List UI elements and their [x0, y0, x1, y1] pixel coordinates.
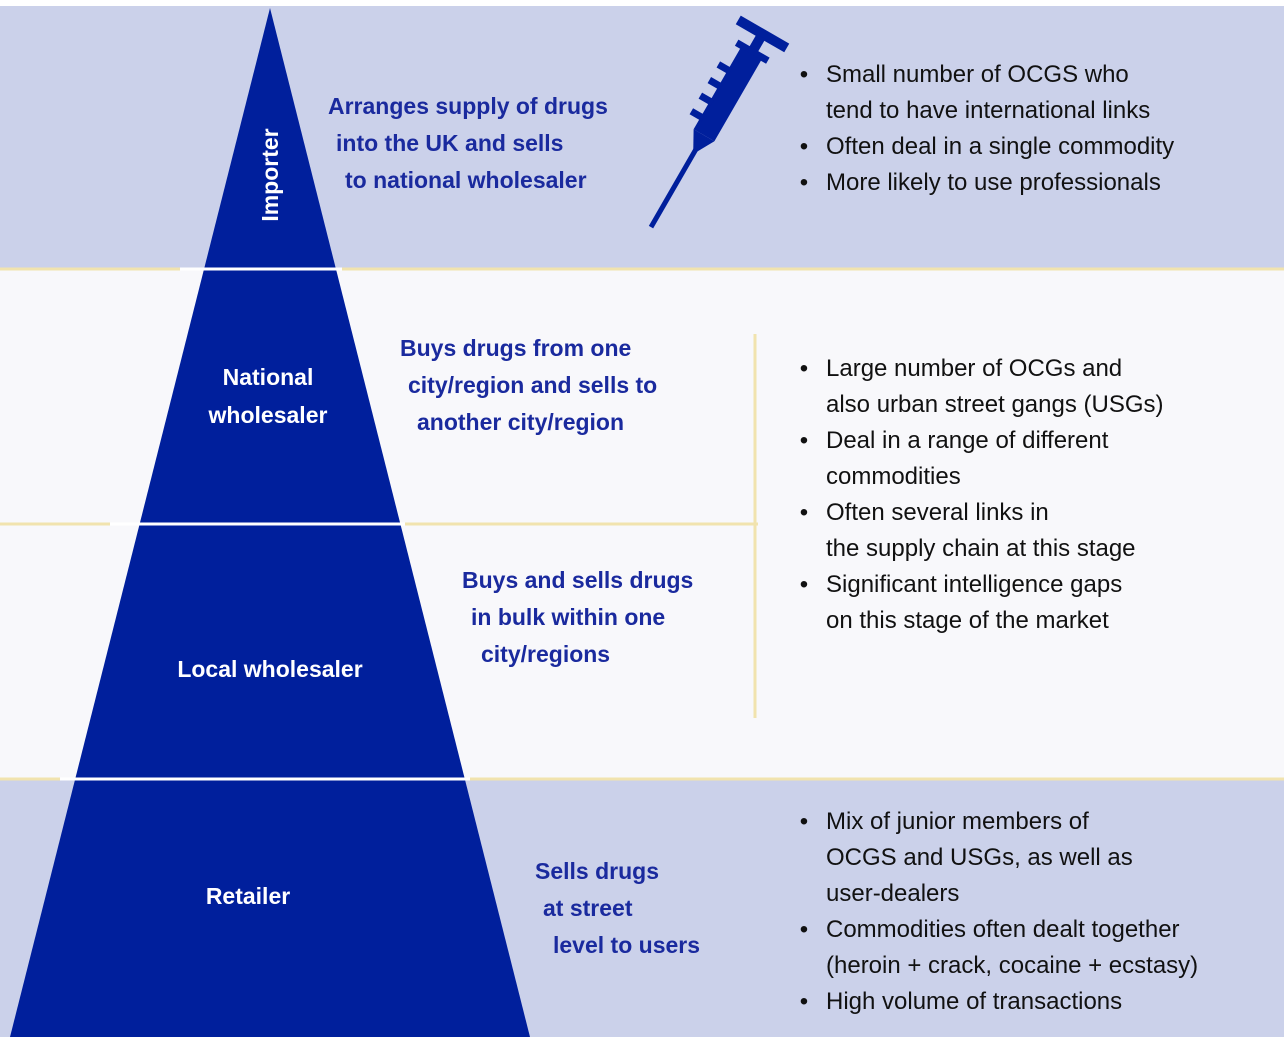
tier-description-local-wholesaler: Buys and sells drugs in bulk within one …: [462, 562, 693, 673]
description-line: Buys and sells drugs: [462, 567, 694, 593]
tier-label-line: Importer: [257, 128, 283, 222]
description-line: level to users: [553, 932, 701, 958]
bullet-line: Commodities often dealt together: [826, 916, 1180, 943]
tier-label-national-wholesaler: National wholesaler: [168, 358, 368, 434]
bullet-item: • Deal in a range of different commoditi…: [794, 423, 1164, 495]
bullet-dot: •: [799, 427, 809, 454]
bullet-dot: •: [799, 169, 809, 196]
bullet-item: • Large number of OCGs and also urban st…: [794, 351, 1164, 423]
bullet-dot: •: [799, 916, 809, 943]
bullet-dot: •: [799, 61, 809, 88]
bullet-dot: •: [799, 808, 809, 835]
description-line: city/region and sells to: [408, 372, 658, 398]
bullet-dot: •: [799, 988, 809, 1015]
tier-label-line: wholesaler: [208, 402, 328, 428]
bullet-line: Deal in a range of different: [826, 427, 1109, 454]
tier-label-line: National: [222, 364, 314, 390]
bullet-item: • Often deal in a single commodity: [794, 129, 1174, 165]
bullet-line: High volume of transactions: [826, 988, 1123, 1015]
tier-description-national-wholesaler: Buys drugs from one city/region and sell…: [400, 330, 657, 441]
tier-label-line: Local wholesaler: [177, 656, 363, 682]
description-line: in bulk within one: [471, 604, 666, 630]
tier-label-local-wholesaler: Local wholesaler: [140, 650, 400, 688]
syringe-icon: [648, 15, 790, 229]
description-line: to national wholesaler: [345, 167, 587, 193]
bullet-line: user-dealers: [826, 880, 960, 907]
bullet-dot: •: [799, 571, 809, 598]
bullet-item: • Mix of junior members of OCGS and USGs…: [794, 804, 1198, 912]
description-line: city/regions: [481, 641, 611, 667]
bullet-item: • Often several links in the supply chai…: [794, 495, 1164, 567]
bullet-item: • Commodities often dealt together (hero…: [794, 912, 1198, 984]
description-line: Arranges supply of drugs: [328, 93, 608, 119]
bullet-list-retailer: • Mix of junior members of OCGS and USGs…: [794, 804, 1198, 1020]
bullet-line: the supply chain at this stage: [826, 535, 1136, 562]
bullet-line: OCGS and USGs, as well as: [826, 844, 1133, 871]
tier-description-retailer: Sells drugs at street level to users: [535, 853, 700, 964]
tier-label-line: Retailer: [205, 883, 291, 909]
bullet-item: • Small number of OCGS who tend to have …: [794, 57, 1174, 129]
bullet-dot: •: [799, 355, 809, 382]
bullet-line: on this stage of the market: [826, 607, 1109, 634]
tier-description-importer: Arranges supply of drugs into the UK and…: [328, 88, 608, 199]
bullet-line: Mix of junior members of: [826, 808, 1089, 835]
bullet-dot: •: [799, 499, 809, 526]
bullet-list-importer: • Small number of OCGS who tend to have …: [794, 57, 1174, 201]
description-line: another city/region: [417, 409, 625, 435]
bullet-line: More likely to use professionals: [826, 169, 1161, 196]
bullet-list-wholesale: • Large number of OCGs and also urban st…: [794, 351, 1164, 639]
description-line: Sells drugs: [535, 858, 659, 884]
tier-label-importer: Importer: [251, 110, 289, 240]
bullet-line: Often several links in: [826, 499, 1049, 526]
bullet-line: tend to have international links: [826, 97, 1151, 124]
bullet-item: • Significant intelligence gaps on this …: [794, 567, 1164, 639]
bullet-dot: •: [799, 133, 809, 160]
bullet-line: Small number of OCGS who: [826, 61, 1129, 88]
bullet-item: • More likely to use professionals: [794, 165, 1174, 201]
description-line: Buys drugs from one: [400, 335, 632, 361]
bullet-line: Often deal in a single commodity: [826, 133, 1175, 160]
description-line: into the UK and sells: [336, 130, 564, 156]
bullet-line: (heroin + crack, cocaine + ecstasy): [826, 952, 1199, 979]
bullet-line: also urban street gangs (USGs): [826, 391, 1164, 418]
bullet-line: Significant intelligence gaps: [826, 571, 1123, 598]
band-importer: [0, 6, 1284, 269]
tier-label-retailer: Retailer: [148, 877, 348, 915]
bullet-item: • High volume of transactions: [794, 984, 1198, 1020]
bullet-line: commodities: [826, 463, 961, 490]
description-line: at street: [543, 895, 633, 921]
bullet-line: Large number of OCGs and: [826, 355, 1123, 382]
